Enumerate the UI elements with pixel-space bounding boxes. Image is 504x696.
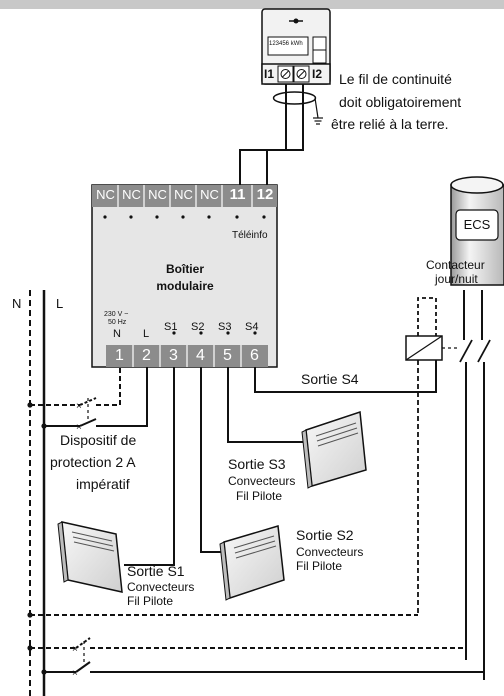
ecs-supply: [463, 290, 485, 680]
output-s2-title: Sortie S2: [296, 527, 354, 543]
protection-line2: protection 2 A: [50, 454, 136, 470]
earth-note-line1: Le fil de continuité: [339, 71, 452, 87]
output-s1-title: Sortie S1: [127, 563, 185, 579]
mains-lines: [29, 290, 46, 696]
earth-note-line3: être relié à la terre.: [331, 116, 449, 132]
header-bar: [0, 0, 504, 9]
terminal-12: 12: [256, 186, 274, 203]
convector-s2: [219, 525, 285, 601]
module-title-line2: modulaire: [156, 279, 214, 293]
output-s1-line2: Fil Pilote: [127, 594, 174, 608]
supply-frequency: 50 Hz: [108, 319, 127, 326]
svg-text:×: ×: [72, 668, 78, 679]
module-title-line1: Boîtier: [165, 262, 204, 276]
teleinfo-label: Téléinfo: [232, 230, 268, 241]
output-s4-label: Sortie S4: [301, 371, 359, 387]
protection-line1: Dispositif de: [60, 432, 137, 448]
terminal-nc-4: NC: [174, 187, 193, 202]
terminal-nc-2: NC: [122, 187, 141, 202]
terminal-2: 2: [142, 347, 151, 364]
header-s4: S4: [245, 321, 259, 333]
contactor-line1: Contacteur: [426, 258, 485, 272]
protection-wiring: × ×: [30, 367, 148, 433]
output-s2-line2: Fil Pilote: [296, 559, 343, 573]
output-s3-title: Sortie S3: [228, 456, 286, 472]
terminal-1: 1: [115, 347, 124, 364]
meter-display: 123456 kWh: [269, 41, 303, 47]
terminal-4: 4: [196, 347, 205, 364]
output-wires: [124, 360, 437, 566]
output-s2-line1: Convecteurs: [296, 545, 364, 559]
electricity-meter: [261, 8, 331, 85]
junction-dot: [27, 645, 33, 651]
teleinfo-cable: [239, 84, 323, 185]
output-s1-line1: Convecteurs: [127, 580, 195, 594]
protection-line3: impératif: [76, 476, 130, 492]
junction-dot: [41, 669, 47, 675]
terminal-5: 5: [223, 347, 232, 364]
output-s3-line1: Convecteurs: [228, 474, 296, 488]
header-s1: S1: [164, 321, 178, 333]
header-l: L: [143, 328, 150, 340]
junction-dot: [27, 402, 33, 408]
terminal-nc-5: NC: [200, 187, 219, 202]
convector-s1: [57, 521, 123, 593]
header-s2: S2: [191, 321, 205, 333]
junction-dot: [41, 423, 47, 429]
svg-text:×: ×: [76, 422, 82, 433]
svg-text:×: ×: [76, 401, 82, 412]
header-s3: S3: [218, 321, 232, 333]
bottom-feeds: × ×: [30, 614, 484, 679]
modular-box: [91, 184, 278, 368]
live-label: L: [56, 296, 64, 311]
ecs-label: ECS: [463, 217, 491, 232]
neutral-label: N: [12, 296, 22, 311]
water-heater: [450, 176, 504, 286]
terminal-3: 3: [169, 347, 178, 364]
supply-voltage: 230 V ~: [104, 311, 129, 318]
terminal-11: 11: [229, 186, 246, 203]
terminal-6: 6: [250, 347, 259, 364]
contactor-line2: jour/nuit: [435, 272, 478, 286]
earth-note-line2: doit obligatoirement: [339, 94, 462, 110]
header-n: N: [113, 328, 121, 340]
svg-text:×: ×: [72, 644, 78, 655]
junction-dot: [27, 612, 33, 618]
output-s3-line2: Fil Pilote: [236, 489, 283, 503]
day-night-contactor: [405, 297, 491, 615]
meter-terminal-i1: I1: [264, 67, 275, 81]
terminal-nc-1: NC: [96, 187, 115, 202]
convector-s3: [301, 410, 367, 489]
terminal-nc-3: NC: [148, 187, 167, 202]
meter-terminal-i2: I2: [312, 67, 323, 81]
